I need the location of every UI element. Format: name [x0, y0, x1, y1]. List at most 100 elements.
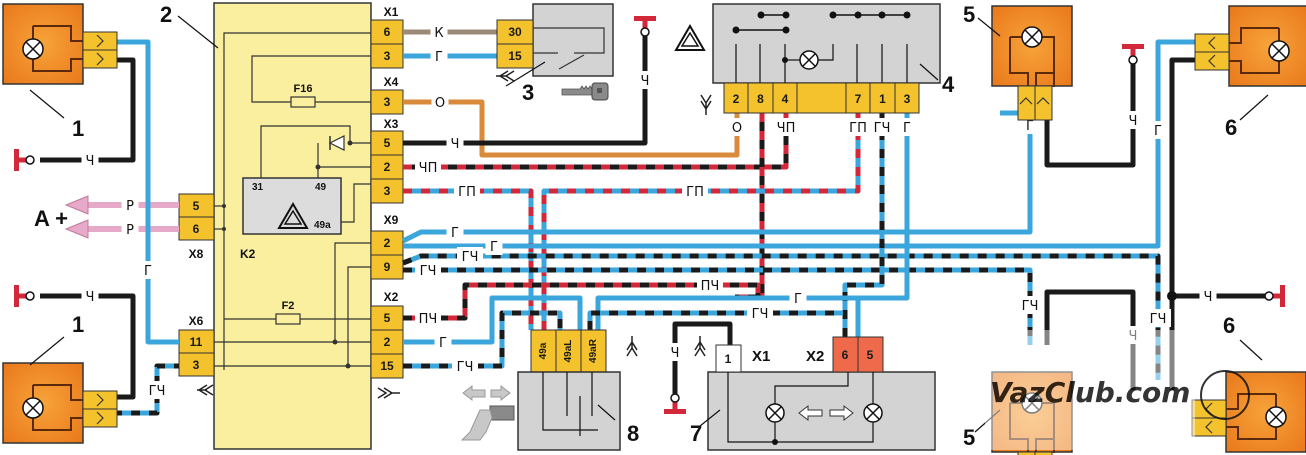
- callout-leader: [1239, 339, 1263, 361]
- wire-label-bg: [81, 287, 99, 305]
- wire-label-ch: Ч: [451, 137, 460, 152]
- bulb-icon: [1021, 26, 1043, 48]
- hazard-triangle-icon: [674, 24, 706, 51]
- wire-pch: [403, 282, 761, 321]
- wire-label-bg: [121, 196, 139, 214]
- repeater-x2-pin-6: 6: [842, 348, 849, 362]
- x9-pin-2: 2: [384, 236, 391, 250]
- relay-terminal-31: 31: [252, 182, 264, 193]
- hazard-pin-label: 2: [733, 92, 740, 106]
- connector-x9: X9 2 9: [370, 213, 404, 280]
- connector-arrow-icon: [626, 336, 638, 357]
- connector-arrow-icon: [700, 94, 712, 115]
- fuse-f2-label: F2: [282, 300, 295, 312]
- side-lamp-right-bottom: [991, 371, 1073, 455]
- x2-k2-label: X2: [384, 290, 399, 304]
- connector-arrow-icon: [377, 387, 400, 399]
- x3-pin-5: 5: [384, 136, 391, 150]
- wire-label-bg: [1017, 296, 1043, 314]
- x4-label: X4: [384, 75, 399, 89]
- hazard-pin-label: 1: [879, 92, 886, 106]
- x8-pin-5: 5: [193, 199, 200, 213]
- wire-label-bg: [139, 261, 157, 279]
- callout-leader: [177, 15, 219, 49]
- callout-c7: 7: [690, 421, 702, 446]
- indicator-lamp-icon: [765, 403, 785, 423]
- power-arrow-icon: [64, 195, 89, 239]
- mounting-block-k2: F16 F2 31 49 49a K2: [213, 2, 372, 450]
- wire-label-r: Р: [126, 223, 134, 238]
- wire-label-bg: [697, 276, 723, 294]
- wire-label-g: Г: [435, 50, 443, 65]
- callout-c5_top: 5: [963, 2, 975, 27]
- wire-label-g: Г: [439, 336, 447, 351]
- wire-label-bg: [773, 118, 799, 136]
- watermark-text: VazClub.com: [990, 376, 1190, 409]
- connector-arrow-icon: [496, 70, 515, 82]
- x6-pin-11: 11: [190, 335, 203, 349]
- hazard-pin-label: 3: [904, 92, 911, 106]
- wire-label-bg: [144, 381, 170, 399]
- turn-pin-label: 49a: [538, 342, 549, 359]
- callout-leader: [919, 63, 939, 81]
- x2-pin-15: 15: [380, 359, 394, 373]
- hazard-pin-3: [894, 82, 920, 114]
- wire-gch-hazard1: [842, 113, 885, 345]
- callout-leader: [977, 17, 1001, 37]
- wire-label-gch: ГЧ: [874, 121, 891, 136]
- wire-g-49al: [403, 295, 583, 345]
- connector-arrow-icon: [694, 336, 706, 357]
- direction-arrows-icon: [462, 384, 511, 402]
- wire-label-ch: Ч: [641, 74, 650, 89]
- wire-label-bg: [446, 223, 464, 241]
- wire-o: [403, 99, 740, 158]
- wire-label-gch: ГЧ: [1150, 312, 1167, 327]
- wire-g-49ar: [595, 295, 858, 330]
- power-label: A +: [34, 206, 68, 231]
- bulb-icon: [1265, 406, 1287, 428]
- hazard-pin-1: [869, 82, 896, 114]
- key-icon: [561, 82, 609, 101]
- wire-label-r: Р: [126, 199, 134, 214]
- wire-label-gp: ГП: [458, 185, 476, 200]
- x1-pin-6: 6: [384, 25, 391, 39]
- callout-c2: 2: [160, 2, 172, 27]
- indicator-lamp-icon: [799, 50, 819, 70]
- wire-ch-lamp6: [1169, 57, 1195, 390]
- wire-g-right-6: [403, 39, 1195, 249]
- lamps: [2, 3, 1306, 455]
- wire-label-chp: ЧП: [419, 161, 438, 176]
- ground-icon: [634, 16, 656, 37]
- junction-dot: [1167, 291, 1177, 301]
- wire-label-bg: [434, 333, 452, 351]
- ground-icon: [14, 149, 35, 171]
- x1-pin-3: 3: [384, 49, 391, 63]
- wire-label-gch: ГЧ: [457, 360, 474, 375]
- repeater-x2-pin-5: 5: [867, 348, 874, 362]
- ignition-switch: 30 15: [496, 3, 614, 101]
- wire-label-bg: [431, 93, 449, 111]
- wire-label-bg: [430, 47, 448, 65]
- x4-pin-3: 3: [384, 95, 391, 109]
- rear-lamp-left: [2, 362, 118, 444]
- wire-label-g: Г: [903, 121, 911, 136]
- callout-c3: 3: [522, 80, 534, 105]
- fuse-f16-label: F16: [294, 83, 313, 95]
- wire-label-bg: [121, 220, 139, 238]
- bulb-icon: [1021, 392, 1043, 414]
- x9-label: X9: [384, 213, 399, 227]
- wire-gch-left-bottom-stripe: [113, 363, 179, 416]
- wire-label-g: Г: [451, 226, 459, 241]
- wire-label-ch: Ч: [1129, 114, 1138, 129]
- k2-label: K2: [240, 247, 256, 261]
- fuse-f2: F2: [275, 300, 301, 325]
- hazard-pin-7: [845, 82, 871, 114]
- wire-label-gch: ГЧ: [462, 250, 479, 265]
- ground-icon: [1122, 44, 1144, 65]
- ground-icon: [14, 285, 35, 307]
- x9-pin-9: 9: [384, 260, 391, 274]
